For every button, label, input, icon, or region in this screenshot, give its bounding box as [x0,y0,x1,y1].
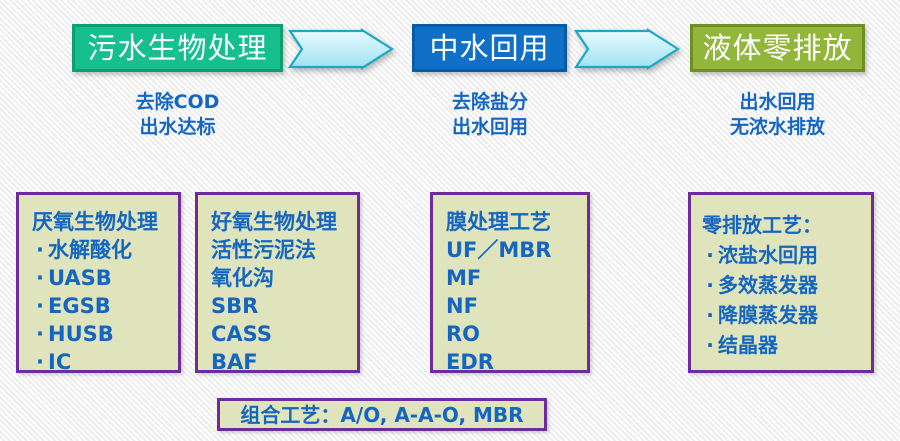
right-arrow-icon [288,28,394,70]
stage-box-reclaimed-water-reuse[interactable]: 中水回用 [412,24,567,72]
list-item: CASS [211,322,272,346]
panel-inner: 零排放工艺： 浓盐水回用 多效蒸发器 降膜蒸发器 结晶器 [691,195,871,370]
caption-line: 出水回用 [739,91,816,113]
combined-process-inner: 组合工艺：A/O, A-A-O, MBR [220,401,544,428]
panel-inner: 厌氧生物处理 水解酸化 UASB EGSB HUSB IC [19,195,178,374]
combined-process-label: 组合工艺：A/O, A-A-O, MBR [240,402,524,427]
list-item: 活性污泥法 [211,238,316,262]
stage-caption-biological-treatment: 去除COD 出水达标 [72,90,283,140]
list-item: IC [32,348,171,376]
caption-line: 去除COD [135,91,220,113]
right-arrow-icon [574,28,680,70]
caption-line: 出水回用 [451,116,528,138]
list-item: 氧化沟 [211,266,274,290]
stage-title: 中水回用 [429,30,550,65]
stage-caption-reclaimed-water-reuse: 去除盐分 出水回用 [395,90,585,140]
combined-process-box[interactable]: 组合工艺：A/O, A-A-O, MBR [217,398,547,431]
list-item: EGSB [32,292,171,320]
panel-heading: 厌氧生物处理 [32,210,158,234]
caption-line: 无浓水排放 [729,116,825,138]
caption-line: 出水达标 [139,116,216,138]
panel-membrane[interactable]: 膜处理工艺 UF／MBR MF NF RO EDR [430,192,590,374]
arrow-stage2-stage3-icon [574,28,680,70]
stage-title: 污水生物处理 [87,30,268,65]
caption-line: 去除盐分 [451,91,528,113]
list-item: EDR [446,350,494,374]
list-item: RO [446,322,481,346]
panel-heading: 零排放工艺： [702,213,822,237]
list-item: HUSB [32,320,171,348]
panel-aerobic[interactable]: 好氧生物处理 活性污泥法 氧化沟 SBR CASS BAF [195,192,360,374]
list-item: 结晶器 [702,330,864,360]
panel-heading: 膜处理工艺 [446,210,551,234]
list-item: UF／MBR [446,238,552,262]
stage-box-biological-treatment[interactable]: 污水生物处理 [72,24,283,72]
panel-heading: 好氧生物处理 [211,210,337,234]
panel-anaerobic[interactable]: 厌氧生物处理 水解酸化 UASB EGSB HUSB IC [16,192,181,374]
list-item: MF [446,266,482,290]
stage-caption-zero-liquid-discharge: 出水回用 无浓水排放 [680,90,875,140]
panel-inner: 膜处理工艺 UF／MBR MF NF RO EDR [433,195,587,374]
stage-box-zero-liquid-discharge[interactable]: 液体零排放 [690,24,865,72]
panel-inner: 好氧生物处理 活性污泥法 氧化沟 SBR CASS BAF [198,195,357,374]
list-item: NF [446,294,478,318]
panel-zero-discharge[interactable]: 零排放工艺： 浓盐水回用 多效蒸发器 降膜蒸发器 结晶器 [688,192,874,373]
list-item: SBR [211,294,259,318]
list-item: BAF [211,350,258,374]
list-item: UASB [32,264,171,292]
list-item: 水解酸化 [32,236,171,264]
list-item: 降膜蒸发器 [702,300,864,330]
list-item: 多效蒸发器 [702,270,864,300]
arrow-stage1-stage2-icon [288,28,394,70]
list-item: 浓盐水回用 [702,240,864,270]
stage-title: 液体零排放 [702,30,853,65]
